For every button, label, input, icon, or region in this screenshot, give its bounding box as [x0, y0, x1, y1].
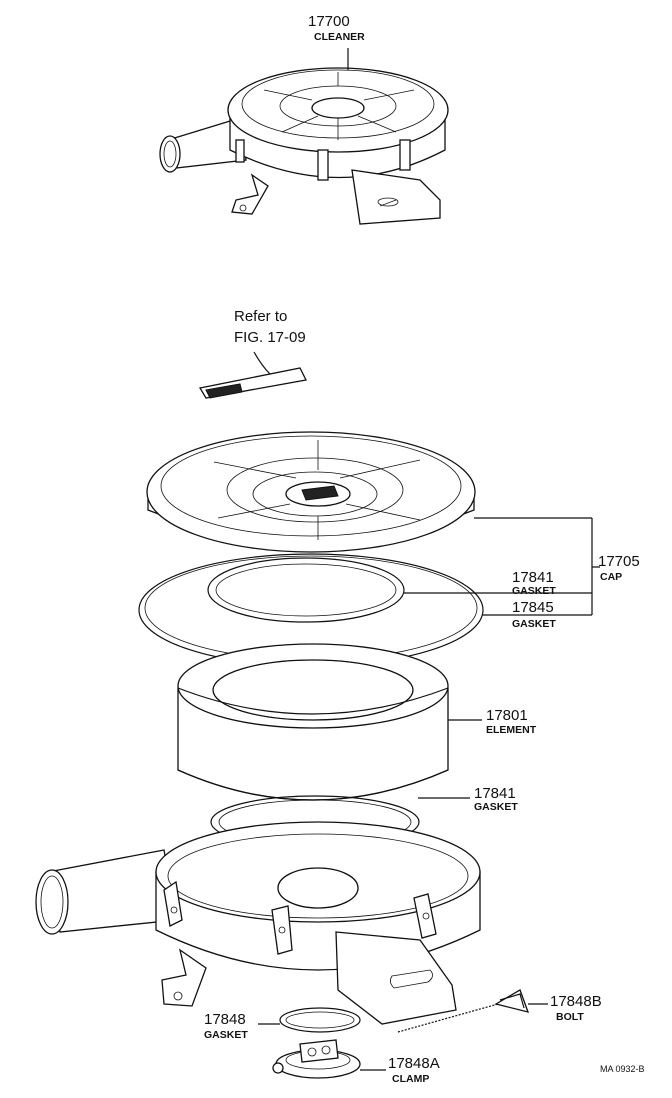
- bolt-part-name: BOLT: [556, 1011, 584, 1023]
- cap: [146, 431, 476, 553]
- small-gasket: [279, 1007, 361, 1033]
- cap-part-name: CAP: [600, 571, 622, 583]
- reference-line-2: FIG. 17-09: [234, 329, 306, 346]
- cleaner-inlet-pipe: [159, 117, 247, 173]
- case-clips: [163, 880, 437, 955]
- cap-bracket: [591, 518, 600, 615]
- clamp-part-number: 17848A: [388, 1055, 440, 1072]
- inner-gasket-upper-part-name: GASKET: [512, 585, 556, 597]
- small-gasket-part-name: GASKET: [204, 1029, 248, 1041]
- bolt-part-number: 17848B: [550, 993, 602, 1010]
- cleaner-leg-left: [231, 173, 269, 215]
- reference-arrow: [253, 351, 271, 375]
- bolt: [397, 989, 530, 1033]
- decal-label: [198, 367, 307, 399]
- figure-code: MA 0932-B: [600, 1064, 645, 1074]
- case-bracket-right: [335, 931, 457, 1025]
- cleaner-case: [35, 821, 481, 1025]
- cleaner-part-name: CLEANER: [314, 31, 365, 43]
- inner-gasket-upper-part-number: 17841: [512, 569, 554, 586]
- clamp-part-name: CLAMP: [392, 1073, 429, 1085]
- cleaner-clips: [235, 139, 411, 181]
- lower-gasket-part-name: GASKET: [474, 801, 518, 813]
- cap-part-number: 17705: [598, 553, 640, 570]
- cleaner-bracket-right: [351, 169, 441, 225]
- reference-line-1: Refer to: [234, 308, 287, 325]
- assembled-air-cleaner: [159, 48, 449, 225]
- inner-gasket-upper: [207, 557, 405, 623]
- clamp: [272, 1039, 361, 1079]
- small-gasket-part-number: 17848: [204, 1011, 246, 1028]
- outer-gasket-part-name: GASKET: [512, 618, 556, 630]
- outer-gasket-part-number: 17845: [512, 599, 554, 616]
- cleaner-part-number: 17700: [308, 13, 350, 30]
- element-part-name: ELEMENT: [486, 724, 537, 736]
- case-inlet-pipe: [35, 849, 177, 935]
- lower-gasket-part-number: 17841: [474, 785, 516, 802]
- filter-element: [177, 643, 449, 801]
- case-leg-left: [161, 948, 207, 1007]
- element-part-number: 17801: [486, 707, 528, 724]
